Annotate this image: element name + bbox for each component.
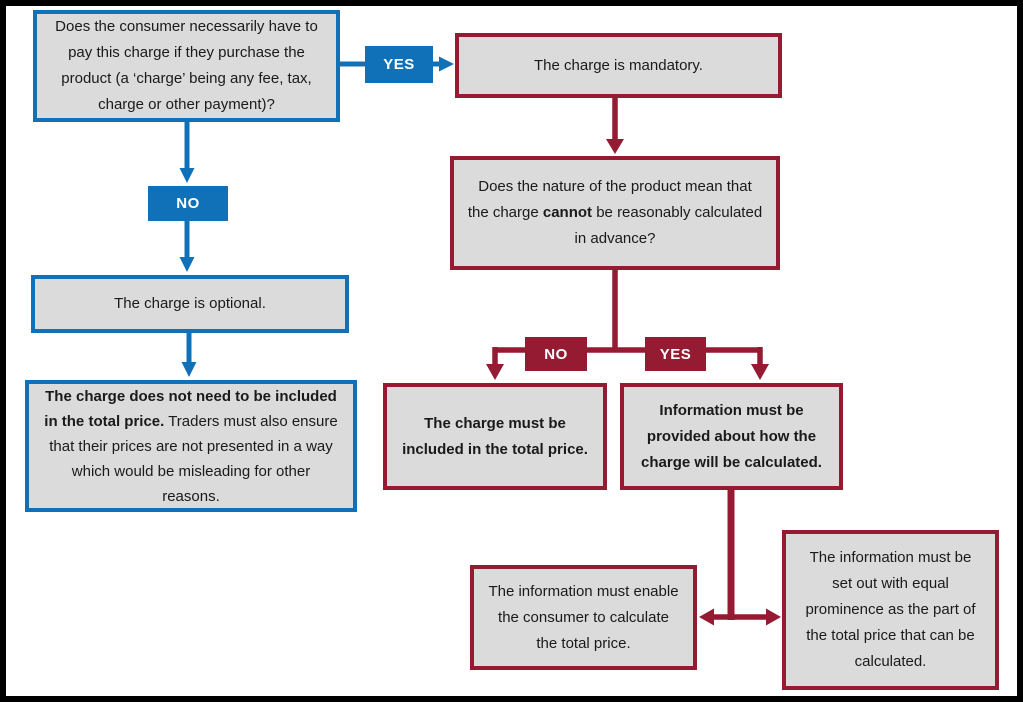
arrowhead-down-optional	[179, 257, 195, 272]
label-no-branch: NO	[525, 337, 587, 371]
arrowhead-down-info	[751, 364, 769, 380]
label-no-branch-text: NO	[544, 345, 568, 363]
node-question-mandatory: Does the consumer necessarily have to pa…	[33, 10, 340, 122]
node-charge-mandatory-text: The charge is mandatory.	[534, 56, 703, 74]
label-no-left-text: NO	[176, 195, 200, 212]
cannot-question-bold: cannot	[542, 204, 593, 221]
node-cannot-calculate-question: Does the nature of the product mean that…	[450, 156, 780, 270]
node-charge-optional: The charge is optional.	[31, 275, 349, 333]
arrowhead-right-mandatory	[439, 56, 454, 72]
label-yes-branch-text: YES	[659, 345, 692, 363]
node-cannot-calculate-question-text: Does the nature of the product mean that…	[466, 174, 764, 252]
cannot-question-post: be reasonably calculated in advance?	[574, 204, 763, 247]
not-in-total-price-rest: Traders must also ensure that their pric…	[49, 412, 338, 505]
label-yes-branch: YES	[645, 337, 706, 371]
node-enable-calculate-text: The information must enable the consumer…	[488, 582, 679, 652]
arrowhead-down-include	[486, 364, 504, 380]
node-info-provided: Information must be provided about how t…	[620, 383, 843, 490]
node-enable-calculate: The information must enable the consumer…	[470, 565, 697, 670]
node-must-include-text: The charge must be included in the total…	[402, 414, 588, 458]
arrowhead-down-nature	[606, 139, 624, 154]
node-equal-prominence: The information must be set out with equ…	[782, 530, 999, 690]
node-not-in-total-price-text: The charge does not need to be included …	[41, 384, 341, 509]
node-charge-optional-text: The charge is optional.	[114, 295, 266, 312]
cannot-question-pre: Does the nature of the product mean that…	[467, 178, 752, 221]
arrowhead-right-equal	[766, 608, 781, 626]
arrowhead-down-final	[181, 362, 197, 377]
node-info-provided-text: Information must be provided about how t…	[641, 401, 822, 471]
arrowhead-left-enable	[699, 608, 714, 626]
label-yes-top: YES	[365, 46, 433, 83]
node-must-include: The charge must be included in the total…	[383, 383, 607, 490]
not-in-total-price-bold: The charge does not need to be included …	[44, 387, 337, 430]
node-question-mandatory-text: Does the consumer necessarily have to pa…	[55, 18, 318, 113]
label-no-left: NO	[148, 186, 228, 221]
arrowhead-down-no	[179, 168, 195, 183]
label-yes-top-text: YES	[383, 56, 415, 73]
node-not-in-total-price: The charge does not need to be included …	[25, 380, 357, 512]
node-equal-prominence-text: The information must be set out with equ…	[805, 549, 976, 670]
node-charge-mandatory: The charge is mandatory.	[455, 33, 782, 98]
